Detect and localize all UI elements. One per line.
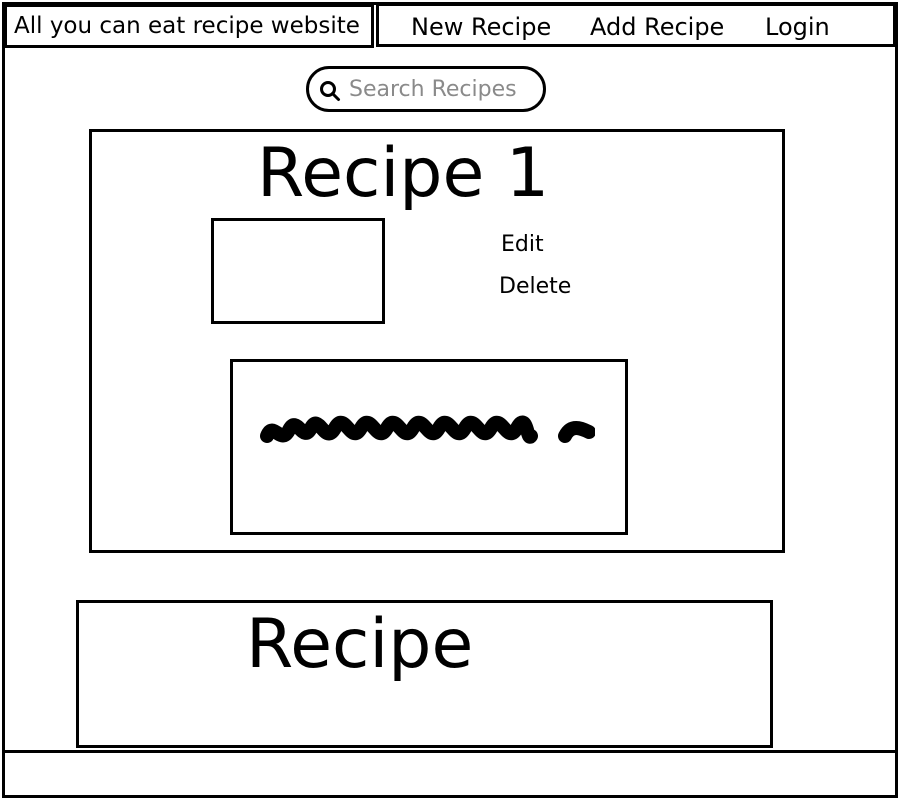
nav-bar: New Recipe Add Recipe Login [376, 3, 896, 47]
search-icon [320, 81, 340, 101]
nav-login[interactable]: Login [765, 13, 830, 41]
nav-new-recipe[interactable]: New Recipe [411, 13, 552, 41]
site-title: All you can eat recipe website [4, 4, 374, 48]
search-bar[interactable] [306, 66, 546, 112]
recipe-title: Recipe 1 [257, 134, 550, 213]
recipe-image-placeholder [211, 218, 385, 324]
recipe-card[interactable]: Recipe 1 Edit Delete [89, 129, 785, 553]
delete-link[interactable]: Delete [499, 274, 572, 299]
placeholder-text-scribble [260, 415, 595, 444]
footer [2, 750, 898, 798]
recipe-card[interactable]: Recipe [76, 600, 773, 748]
recipe-title: Recipe [246, 605, 474, 684]
recipe-description [230, 359, 628, 535]
edit-link[interactable]: Edit [501, 232, 544, 257]
search-input[interactable] [349, 74, 541, 104]
nav-add-recipe[interactable]: Add Recipe [590, 13, 725, 41]
